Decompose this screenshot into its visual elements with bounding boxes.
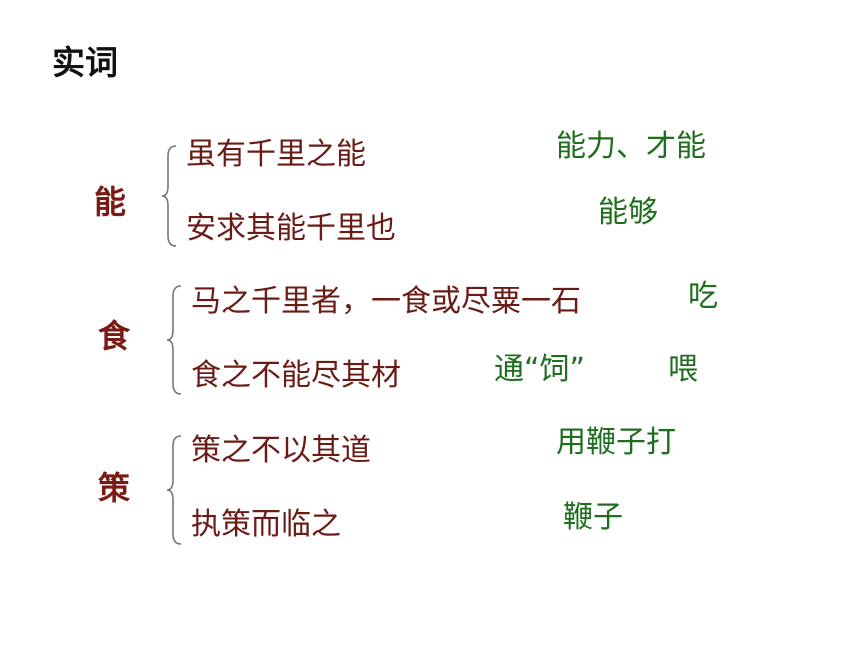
sentence-shi-1: 马之千里者，一食或尽粟一石 [191, 284, 581, 319]
meaning-ce-2: 鞭子 [563, 500, 623, 535]
meaning-neng-2: 能够 [598, 195, 658, 230]
keyword-neng: 能 [94, 183, 127, 221]
brace-shi [166, 285, 182, 395]
keyword-shi: 食 [98, 317, 131, 355]
sentence-ce-1: 策之不以其道 [191, 433, 371, 468]
brace-ce [166, 435, 182, 545]
sentence-neng-2: 安求其能千里也 [186, 211, 396, 246]
meaning-shi-3: 喂 [668, 352, 698, 387]
meaning-shi-1: 吃 [688, 279, 718, 314]
meaning-ce-1: 用鞭子打 [556, 425, 676, 460]
brace-neng [161, 145, 177, 247]
keyword-ce: 策 [98, 469, 131, 507]
meaning-shi-2: 通“饲” [494, 352, 586, 387]
page-title: 实词 [52, 43, 118, 82]
meaning-neng-1: 能力、才能 [556, 129, 706, 164]
sentence-shi-2: 食之不能尽其材 [191, 358, 401, 393]
sentence-ce-2: 执策而临之 [191, 507, 341, 542]
sentence-neng-1: 虽有千里之能 [186, 137, 366, 172]
